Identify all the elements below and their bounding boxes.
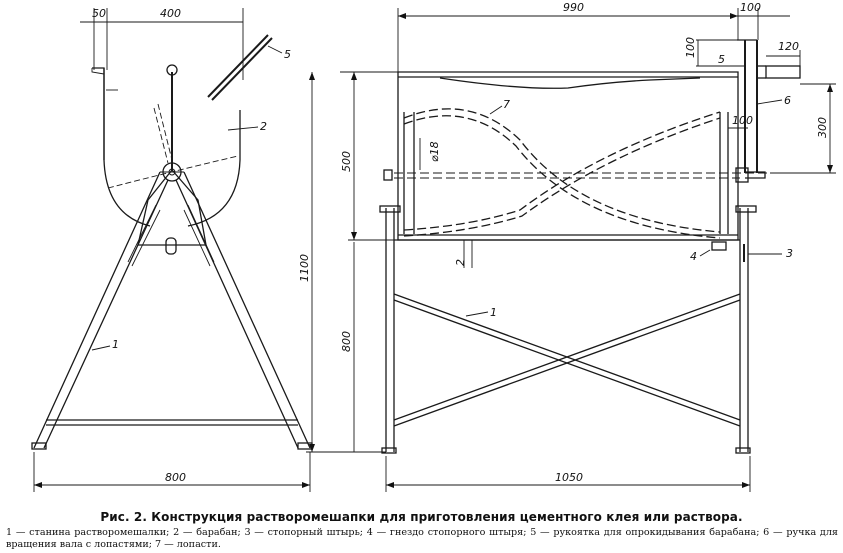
figure-legend: 1 — станина растворомешалки; 2 — барабан… [6,527,838,551]
blade-a [403,108,721,233]
callout-7: 7 [503,98,510,111]
dim-5: 5 [718,53,725,66]
crank-handle [744,40,758,173]
dim-2: 2 [454,259,467,266]
drum-front [397,71,739,241]
callout-1-left: 1 [112,338,119,351]
right-front-view: 1100 500 800 990 100 [298,1,836,492]
legend-text: 1 — станина растворомешалки; 2 — барабан… [6,527,842,550]
mixer-technical-drawing: 50 400 [31,1,836,492]
callout-3: 3 [786,247,793,260]
callout-1-right: 1 [490,306,497,319]
callout-5: 5 [284,48,291,61]
callout-4: 4 [690,250,697,263]
figure-caption: Рис. 2. Конструкция растворомешапки для … [100,510,743,524]
dim-100-handle: 100 [684,37,697,58]
dim-50: 50 [92,7,106,20]
stop-pin-left [165,237,177,255]
dim-300: 300 [816,117,829,138]
dim-800-bottom-left: 800 [165,471,186,484]
callout-6: 6 [784,94,791,107]
dim-1100: 1100 [298,254,311,282]
dim-100-top: 100 [740,1,761,14]
blade-b [403,111,721,231]
tipping-handle [211,37,273,101]
stand-right [385,208,395,452]
pin-socket [711,241,727,251]
dim-990: 990 [563,1,584,14]
left-side-view: 50 400 [31,7,313,492]
dim-diam-18: ⌀18 [428,141,441,162]
dim-500: 500 [340,151,353,172]
drum-left-outline [92,67,241,227]
callout-2: 2 [260,120,267,133]
stand-left [33,171,169,449]
dim-1050: 1050 [555,471,583,484]
dim-120: 120 [778,40,799,53]
dim-400: 400 [160,7,181,20]
dim-100-inner: 100 [732,114,753,127]
dim-800-right: 800 [340,331,353,352]
